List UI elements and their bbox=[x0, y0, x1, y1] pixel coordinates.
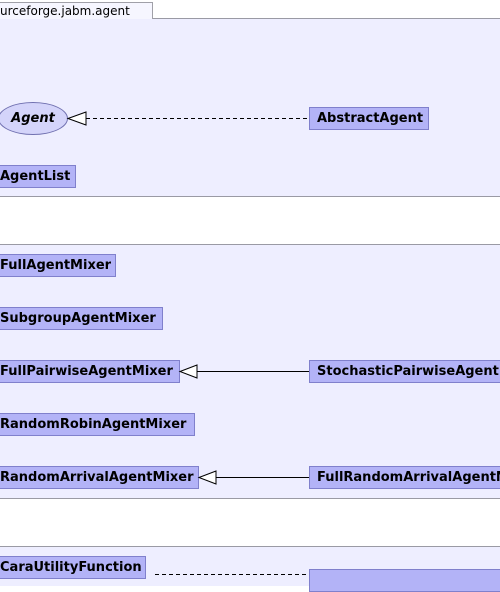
full-pairwise-agent-mixer-class[interactable]: FullPairwiseAgentMixer bbox=[0, 360, 180, 383]
generalization-arrow-full-random bbox=[197, 470, 309, 485]
hollow-arrowhead bbox=[178, 364, 198, 379]
realization-arrow-utility bbox=[155, 574, 309, 575]
cara-utility-function-class[interactable]: CaraUtilityFunction bbox=[0, 556, 146, 579]
stochastic-pairwise-agent-class[interactable]: StochasticPairwiseAgent bbox=[309, 360, 500, 383]
hollow-arrowhead bbox=[197, 470, 217, 485]
random-robin-agent-mixer-class[interactable]: RandomRobinAgentMixer bbox=[0, 413, 195, 436]
agent-list-class[interactable]: AgentList bbox=[0, 165, 76, 188]
generalization-arrow-stochastic bbox=[178, 364, 309, 379]
hollow-arrowhead bbox=[66, 111, 87, 126]
package-tab[interactable]: urceforge.jabm.agent bbox=[0, 2, 153, 19]
random-arrival-agent-mixer-class[interactable]: RandomArrivalAgentMixer bbox=[0, 466, 199, 489]
abstract-agent-class[interactable]: AbstractAgent bbox=[309, 107, 429, 130]
utility-function-class-partial[interactable] bbox=[309, 569, 500, 592]
realization-arrow-abstract-agent bbox=[66, 111, 309, 126]
full-agent-mixer-class[interactable]: FullAgentMixer bbox=[0, 254, 116, 277]
full-random-arrival-agent-class[interactable]: FullRandomArrivalAgentM bbox=[309, 466, 500, 489]
agent-interface[interactable]: Agent bbox=[0, 102, 68, 135]
subgroup-agent-mixer-class[interactable]: SubgroupAgentMixer bbox=[0, 307, 163, 330]
